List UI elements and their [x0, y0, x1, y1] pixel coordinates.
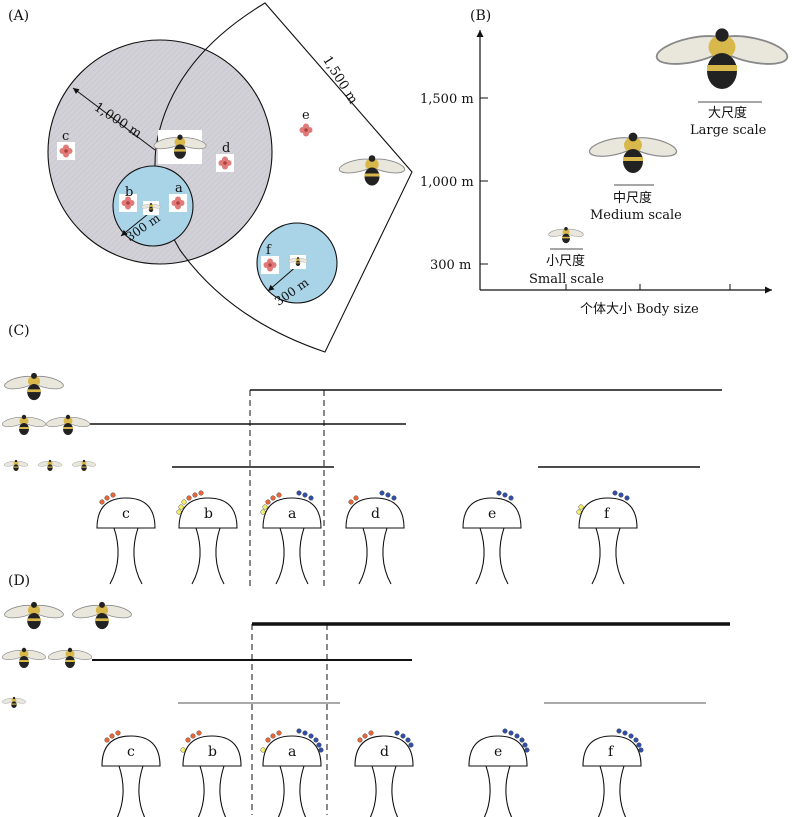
- bee-small-row-icon-d1: [1, 696, 27, 709]
- radius-label-1500m: 1,500 m: [319, 53, 360, 106]
- flower-label-c: c: [62, 129, 69, 144]
- bee-medium-row-icon-d1: [0, 647, 48, 669]
- panel-d-label: (D): [8, 573, 30, 589]
- plant-b: b: [176, 490, 238, 585]
- large-scale-en: Large scale: [690, 123, 767, 138]
- bee-small-scale-icon: [547, 226, 585, 244]
- plant-label-d-d: d: [380, 744, 389, 760]
- bee-large-scale-icon: [652, 26, 792, 91]
- bee-large-row-icon: [2, 372, 66, 401]
- bee-medium-row-icon-d2: [46, 647, 94, 669]
- flower-label-f: f: [266, 243, 272, 258]
- panel-b-label: (B): [470, 8, 491, 24]
- plant-e-d: e: [468, 728, 530, 817]
- plant-d-d: d: [354, 730, 414, 817]
- plant-label-a-d: a: [288, 744, 296, 760]
- radius-arrow-1000m: [72, 87, 156, 151]
- y-tick-label-1500: 1,500 m: [420, 92, 474, 107]
- panel-b: (B) 1,500 m 1,000 m 300 m 个体大小 Body size…: [420, 8, 792, 317]
- plant-label-f-d: f: [608, 744, 615, 760]
- y-tick-label-1000: 1,000 m: [420, 175, 474, 190]
- bee-small-row-icon-1: [3, 459, 29, 472]
- plant-label-e: e: [488, 506, 496, 522]
- flower-c: [57, 142, 75, 160]
- plant-f-d: f: [582, 728, 644, 817]
- plant-b-d: b: [180, 730, 242, 817]
- flower-label-b: b: [125, 185, 133, 200]
- large-scale-cn: 大尺度: [708, 105, 747, 121]
- plant-label-b-d: b: [208, 744, 217, 760]
- plant-label-f: f: [604, 506, 611, 522]
- medium-scale-cn: 中尺度: [613, 190, 652, 206]
- plant-label-d: d: [371, 506, 380, 522]
- bee-large-icon: [337, 154, 407, 187]
- small-scale-cn: 小尺度: [546, 253, 585, 269]
- bee-large-row-icon-d1: [2, 601, 66, 630]
- flower-d: [216, 154, 234, 172]
- panel-d: (D) c b: [0, 573, 730, 817]
- bee-medium-row-icon-1: [0, 414, 48, 436]
- flower-label-a: a: [175, 181, 183, 196]
- panel-c: (C) c b: [0, 323, 722, 590]
- plant-label-c: c: [122, 506, 130, 522]
- plant-d: d: [345, 490, 405, 585]
- bee-small-row-icon-2: [37, 459, 63, 472]
- small-scale-en: Small scale: [529, 272, 604, 287]
- plant-label-e-d: e: [494, 744, 502, 760]
- plant-label-a: a: [288, 506, 296, 522]
- panel-a-label: (A): [8, 8, 29, 24]
- plant-e: e: [462, 490, 522, 585]
- flower-label-d: d: [222, 141, 230, 156]
- plant-a: a: [260, 490, 322, 585]
- flower-f: [261, 256, 279, 274]
- plant-label-c-d: c: [127, 744, 135, 760]
- bee-medium-scale-icon: [586, 131, 680, 174]
- bee-large-row-icon-d2: [70, 601, 134, 630]
- plant-c-d: c: [101, 730, 161, 817]
- plant-f: f: [576, 490, 638, 585]
- medium-scale-en: Medium scale: [590, 208, 682, 223]
- bee-medium-row-icon-2: [44, 414, 92, 436]
- panel-a: (A) 1,000 m 1,500 m 300 m 300 m c d b a …: [8, 2, 413, 353]
- flower-a: [169, 194, 187, 212]
- plant-label-b: b: [204, 506, 213, 522]
- panel-c-label: (C): [8, 323, 30, 339]
- plant-c: c: [96, 492, 156, 585]
- flower-e: [297, 121, 315, 139]
- bee-small-row-icon-3: [71, 459, 97, 472]
- radius-arrow-300m-2: [267, 264, 299, 292]
- x-axis-label: 个体大小 Body size: [580, 302, 699, 317]
- flower-label-e: e: [302, 108, 310, 123]
- plant-a-d: a: [260, 728, 324, 817]
- y-tick-label-300: 300 m: [430, 258, 471, 273]
